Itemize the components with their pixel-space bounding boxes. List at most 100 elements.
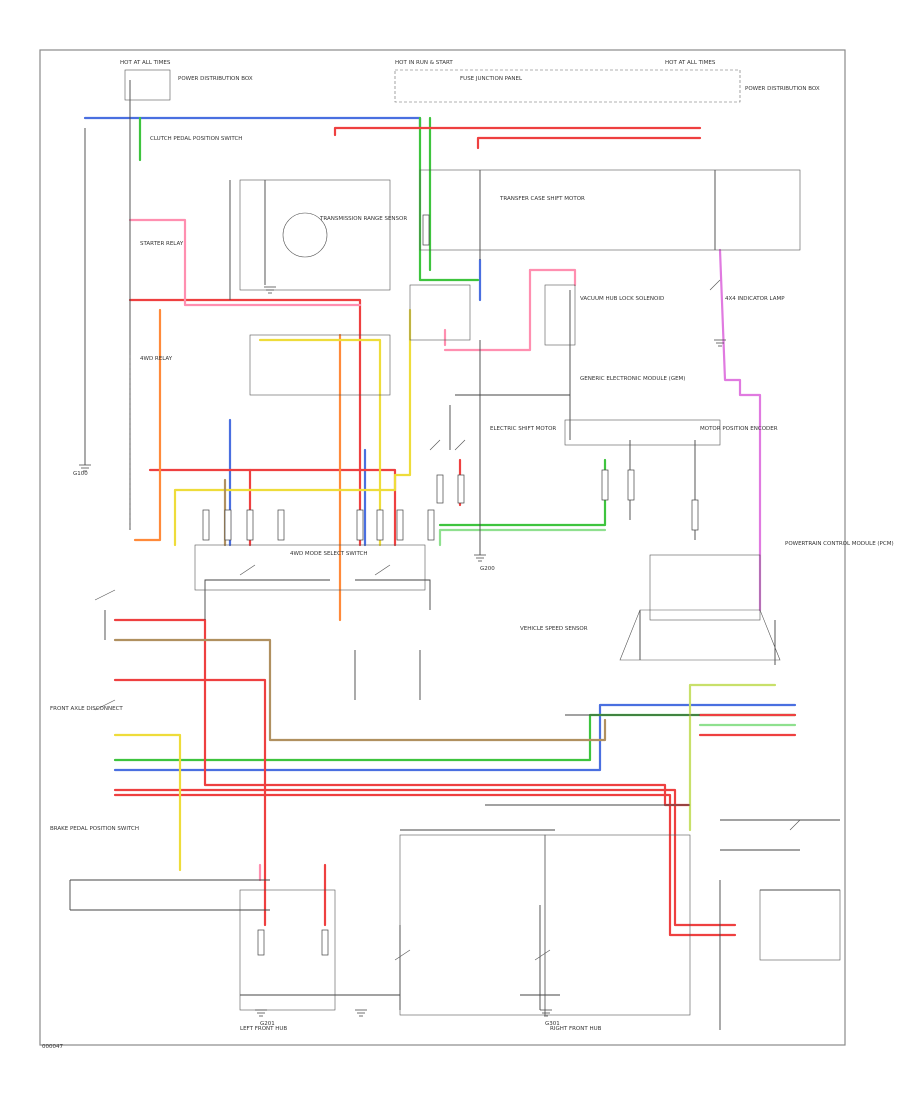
label-hub-lock: VACUUM HUB LOCK SOLENOID xyxy=(580,296,664,302)
label-encoder: MOTOR POSITION ENCODER xyxy=(700,426,778,432)
label-clutch-pedal: CLUTCH PEDAL POSITION SWITCH xyxy=(150,136,242,142)
relay-box-1 xyxy=(239,179,391,291)
switch-4 xyxy=(374,564,391,576)
switch-9 xyxy=(394,949,411,961)
switch-1 xyxy=(94,589,116,601)
label-fuse-panel-1: POWER DISTRIBUTION BOX xyxy=(178,76,253,82)
gem-box xyxy=(409,284,471,341)
switch-2 xyxy=(94,699,116,711)
wire-red-b xyxy=(113,678,267,927)
fuse-block-box xyxy=(194,544,426,591)
ground-symbol-3 xyxy=(474,554,486,562)
wire-green-bottom xyxy=(113,713,797,762)
label-speed-sensor: VEHICLE SPEED SENSOR xyxy=(520,626,588,632)
hub-lock-box xyxy=(544,284,576,346)
label-hot-at-all-times-1: HOT AT ALL TIMES xyxy=(120,60,171,66)
wire-red-c xyxy=(113,793,737,937)
label-pcm: POWERTRAIN CONTROL MODULE (PCM) xyxy=(785,541,894,547)
switch-layer xyxy=(94,279,801,961)
fuse-1 xyxy=(202,509,210,541)
motor-box xyxy=(649,554,761,621)
label-gem: GENERIC ELECTRONIC MODULE (GEM) xyxy=(580,376,685,382)
ground-symbol-5 xyxy=(255,1009,267,1017)
label-ground-4: G301 xyxy=(545,1021,560,1027)
brake-switch-box xyxy=(759,889,841,961)
wire-black-28 xyxy=(204,579,330,620)
ground-symbol-6 xyxy=(355,1009,367,1017)
shift-relay-box xyxy=(249,334,391,396)
wire-red-mid2 xyxy=(148,468,397,547)
fuse-16 xyxy=(321,929,329,956)
wire-red-d xyxy=(113,788,737,927)
wire-layer xyxy=(83,116,797,937)
fuse-11 xyxy=(601,469,609,501)
label-ground-2: G200 xyxy=(480,566,495,572)
label-hot-in-run-start: HOT IN RUN & START xyxy=(395,60,453,66)
wire-red-top2 xyxy=(476,136,702,150)
wire-orange-a xyxy=(133,308,162,542)
fuse-6 xyxy=(376,509,384,541)
wire-yellow-a xyxy=(113,733,182,872)
fuse-12 xyxy=(627,469,635,501)
label-fuse-panel-3: POWER DISTRIBUTION BOX xyxy=(745,86,820,92)
fuse-5 xyxy=(356,509,364,541)
ground-symbol-4 xyxy=(714,339,726,347)
diagram-frame xyxy=(39,49,846,1046)
wire-red-top xyxy=(333,126,702,137)
wire-brown-a xyxy=(113,638,607,742)
fuse-3 xyxy=(246,509,254,541)
label-ground-1: G100 xyxy=(73,471,88,477)
wire-pink-a xyxy=(128,218,362,307)
speed-sensor-box xyxy=(619,609,781,661)
fuse-10 xyxy=(457,474,465,504)
wire-yellow-c xyxy=(258,338,382,547)
fuse-14 xyxy=(422,214,430,246)
fuse-layer xyxy=(202,214,699,956)
label-ground-3: G201 xyxy=(260,1021,275,1027)
switch-3 xyxy=(239,564,256,576)
label-transmission-range: TRANSMISSION RANGE SENSOR xyxy=(319,216,407,222)
wire-green-b xyxy=(418,116,480,282)
fuse-panel-box-1 xyxy=(124,69,171,101)
label-hot-at-all-times-2: HOT AT ALL TIMES xyxy=(665,60,716,66)
switch-6 xyxy=(454,439,466,451)
switch-5 xyxy=(429,439,441,451)
label-brake-switch: BRAKE PEDAL POSITION SWITCH xyxy=(50,826,139,832)
fuse-4 xyxy=(277,509,285,541)
ground-symbol-7 xyxy=(540,1009,552,1017)
label-diagram-id: 000047 xyxy=(42,1044,63,1050)
ground-symbol-1 xyxy=(79,464,91,472)
fuse-7 xyxy=(396,509,404,541)
label-fuse-panel-2: FUSE JUNCTION PANEL xyxy=(460,76,523,82)
wire-yellow-b xyxy=(173,308,412,547)
wire-green-mid xyxy=(438,458,607,527)
label-indicator-4x4: 4X4 INDICATOR LAMP xyxy=(725,296,785,302)
pcm-left-box xyxy=(399,834,546,1016)
label-4wd-relay: 4WD RELAY xyxy=(140,356,173,362)
wire-blue-top xyxy=(83,116,422,130)
fuse-panel-box-2 xyxy=(394,69,741,103)
label-transfer-case: TRANSFER CASE SHIFT MOTOR xyxy=(499,196,585,202)
wire-violet xyxy=(718,248,762,612)
encoder-box xyxy=(564,419,721,446)
wire-blue-bottom xyxy=(113,703,797,772)
fuse-13 xyxy=(691,499,699,531)
ground-layer xyxy=(79,286,726,1017)
wire-black-29 xyxy=(355,579,431,610)
transfer-case-box xyxy=(419,169,801,251)
fuse-9 xyxy=(436,474,444,504)
fuse-15 xyxy=(257,929,265,956)
label-starter-relay: STARTER RELAY xyxy=(140,241,184,247)
wire-red-a xyxy=(113,618,692,807)
label-layer: HOT AT ALL TIMES HOT IN RUN & START HOT … xyxy=(42,60,894,1050)
component-layer xyxy=(124,69,841,1016)
label-right-hub: RIGHT FRONT HUB xyxy=(550,1026,602,1032)
switch-8 xyxy=(789,819,801,831)
wire-lightgreen xyxy=(438,528,607,547)
wire-red-mid xyxy=(128,298,362,547)
switch-10 xyxy=(534,949,551,961)
fuse-2 xyxy=(224,509,232,541)
ground-symbol-2 xyxy=(264,286,276,294)
